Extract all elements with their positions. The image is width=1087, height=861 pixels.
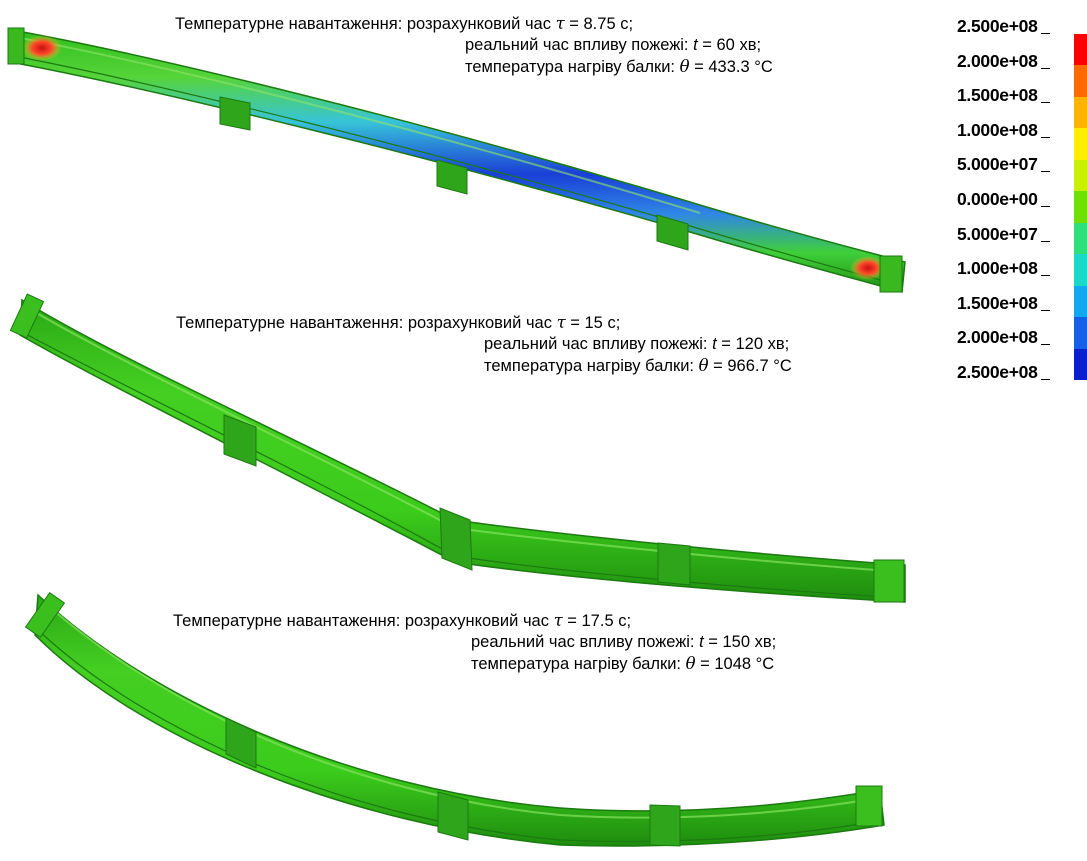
legend-tick (1040, 171, 1050, 173)
beam-3 (24, 591, 885, 847)
caption-1-fire-time-label: реальний час впливу пожежі: (465, 36, 694, 54)
caption-2-t-value: = 120 хв; (716, 335, 790, 353)
legend-tick (1040, 275, 1050, 277)
legend-label-5: 5.000e+07 (957, 154, 1067, 175)
legend-color-band-4 (1074, 128, 1087, 161)
caption-2-theta-symbol: θ (698, 356, 709, 375)
caption-1-theta-value: = 433.3 °C (689, 58, 773, 76)
legend-value: 1.000e+08 (957, 258, 1038, 279)
legend-tick (1040, 67, 1050, 69)
legend-tick (1040, 206, 1050, 207)
legend-tick (1040, 102, 1050, 104)
caption-3: Температурне навантаження: розрахунковий… (173, 610, 776, 675)
caption-3-t-value: = 150 хв; (703, 633, 777, 651)
legend-label-4: 1.000e+08 (957, 120, 1067, 141)
legend-label-3: 1.500e+08 (957, 85, 1067, 106)
legend-label-6: 0.000e+00 (957, 189, 1067, 210)
legend-value: 5.000e+07 (957, 154, 1038, 175)
legend-tick (1040, 379, 1050, 380)
legend-value: 2.500e+08 (957, 362, 1038, 382)
legend-color-band-11 (1074, 348, 1087, 381)
caption-3-tau-value: = 17.5 с; (562, 612, 632, 630)
legend-label-8: 1.000e+08 (957, 258, 1067, 279)
caption-1: Температурне навантаження: розрахунковий… (175, 13, 773, 78)
hot-spot-left (22, 35, 62, 61)
caption-2: Температурне навантаження: розрахунковий… (176, 312, 792, 377)
caption-2-fire-time-label: реальний час впливу пожежі: (484, 335, 713, 353)
caption-1-tau-symbol: τ (555, 14, 565, 33)
caption-3-fire-time-label: реальний час впливу пожежі: (471, 633, 700, 651)
legend-color-band-10 (1074, 317, 1087, 350)
legend-value: 2.500e+08 (957, 16, 1038, 36)
caption-2-tau-symbol: τ (556, 313, 566, 332)
caption-3-prefix: Температурне навантаження: (173, 612, 401, 630)
legend-value: 1.500e+08 (957, 292, 1038, 313)
legend-color-band-1 (1074, 34, 1087, 66)
beam-2 (9, 293, 906, 603)
caption-1-line-3: температура нагріву балки: θ = 433.3 °C (175, 56, 773, 78)
legend-label-11: 2.500e+08 (957, 362, 1067, 383)
beam-1 (7, 27, 906, 293)
caption-2-t-symbol: t (712, 335, 717, 353)
legend-label-7: 5.000e+07 (957, 224, 1067, 245)
caption-2-prefix: Температурне навантаження: (176, 314, 404, 332)
caption-1-tau-value: = 8.75 с; (564, 15, 634, 33)
legend-value: 1.500e+08 (957, 85, 1038, 106)
legend-label-9: 1.500e+08 (957, 293, 1067, 314)
legend-tick (1040, 309, 1050, 311)
caption-3-line-3: температура нагріву балки: θ = 1048 °C (173, 653, 776, 675)
legend-tick (1040, 136, 1050, 138)
caption-1-line-2: реальний час впливу пожежі: t = 60 хв; (175, 35, 773, 56)
legend-color-band-9 (1074, 285, 1087, 318)
caption-3-t-symbol: t (699, 633, 704, 651)
legend-label-2: 2.000e+08 (957, 51, 1067, 72)
legend-value: 2.000e+08 (957, 50, 1038, 71)
caption-2-calc-time-label: розрахунковий час (403, 314, 557, 332)
caption-2-line-3: температура нагріву балки: θ = 966.7 °C (176, 355, 792, 377)
legend-color-band-8 (1074, 254, 1087, 287)
caption-2-theta-value: = 966.7 °C (708, 357, 792, 375)
legend-value: 0.000e+00 (957, 189, 1038, 209)
caption-1-prefix: Температурне навантаження: (175, 15, 403, 33)
caption-1-t-value: = 60 хв; (697, 36, 762, 54)
legend-color-band-5 (1074, 159, 1087, 192)
caption-3-line-1: Температурне навантаження: розрахунковий… (173, 610, 776, 632)
legend-value: 2.000e+08 (957, 327, 1038, 348)
caption-3-theta-symbol: θ (685, 654, 696, 673)
caption-2-tau-value: = 15 с; (565, 314, 621, 332)
caption-2-temp-label: температура нагріву балки: (484, 357, 699, 375)
legend-label-10: 2.000e+08 (957, 327, 1067, 348)
caption-2-line-2: реальний час впливу пожежі: t = 120 хв; (176, 334, 792, 355)
caption-1-calc-time-label: розрахунковий час (402, 15, 556, 33)
caption-3-calc-time-label: розрахунковий час (400, 612, 554, 630)
legend-tick (1040, 344, 1050, 346)
caption-1-temp-label: температура нагріву балки: (465, 58, 680, 76)
legend-color-band-6 (1074, 191, 1087, 224)
hot-spot-right (850, 256, 886, 280)
caption-3-temp-label: температура нагріву балки: (471, 655, 686, 673)
legend-color-band-2 (1074, 65, 1087, 98)
caption-1-line-1: Температурне навантаження: розрахунковий… (175, 13, 773, 35)
legend-value: 5.000e+07 (957, 223, 1038, 244)
legend-color-band-3 (1074, 96, 1087, 129)
legend-label-1: 2.500e+08 (957, 16, 1067, 37)
legend-value: 1.000e+08 (957, 119, 1038, 140)
caption-3-theta-value: = 1048 °C (695, 655, 775, 673)
caption-1-theta-symbol: θ (679, 57, 690, 76)
legend-tick (1040, 240, 1050, 242)
caption-3-tau-symbol: τ (553, 611, 563, 630)
caption-1-t-symbol: t (693, 36, 698, 54)
stress-color-legend: 2.500e+08 2.000e+08 1.500e+08 1.000e+08 5.00… (950, 16, 1087, 416)
legend-tick (1040, 33, 1050, 34)
caption-3-line-2: реальний час впливу пожежі: t = 150 хв; (173, 632, 776, 653)
caption-2-line-1: Температурне навантаження: розрахунковий… (176, 312, 792, 334)
legend-color-band-7 (1074, 222, 1087, 255)
